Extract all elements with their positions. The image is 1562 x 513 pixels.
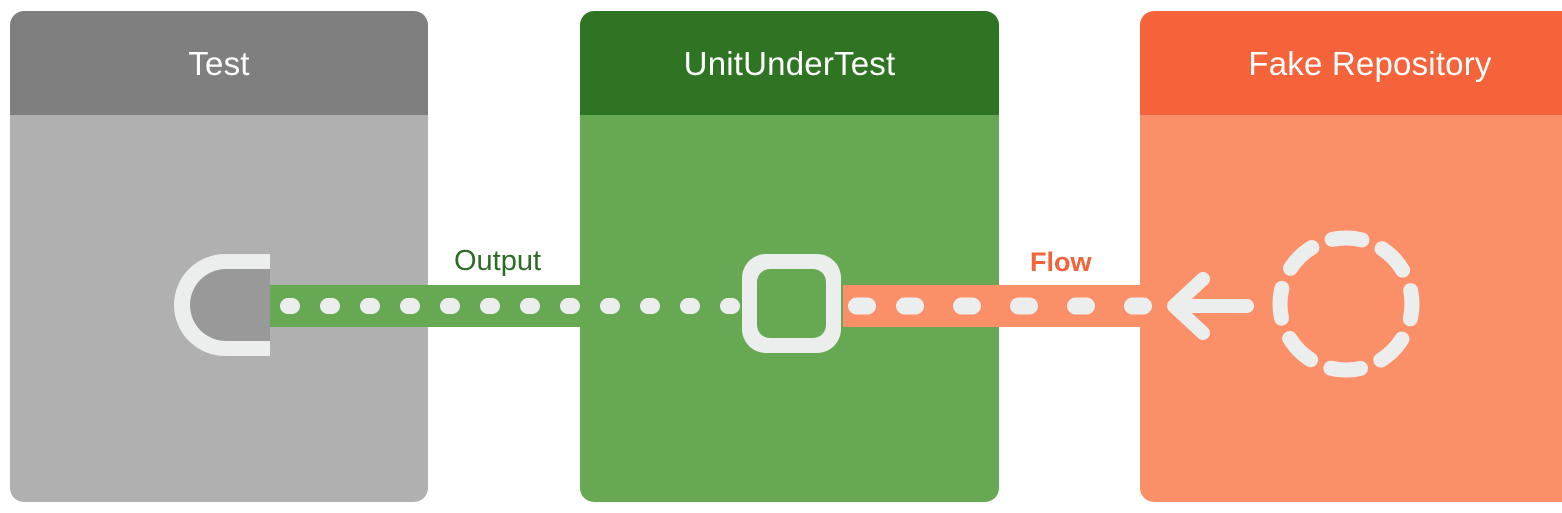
arrow-left-icon	[1167, 272, 1254, 340]
edge-dash	[720, 298, 740, 314]
edge-label-flow: Flow	[1024, 247, 1098, 278]
edge-dash	[400, 298, 420, 314]
edge-dash	[848, 297, 876, 315]
edge-dash	[640, 298, 660, 314]
edge-dash	[280, 298, 300, 314]
edge-dash	[520, 298, 540, 314]
edge-dash	[320, 298, 340, 314]
edge-band-flow	[843, 285, 1165, 327]
edge-dash	[480, 298, 500, 314]
node-header-test: Test	[10, 11, 428, 115]
node-header-unit-under-test: UnitUnderTest	[580, 11, 999, 115]
edge-dash	[953, 297, 981, 315]
d-socket-inner	[190, 269, 270, 341]
dashed-circle-icon	[1272, 230, 1420, 378]
edge-label-output: Output	[448, 245, 548, 278]
rounded-square-port-inner	[757, 269, 826, 338]
edge-dash	[1124, 297, 1152, 315]
rounded-square-port-icon	[742, 254, 841, 353]
d-socket-icon	[174, 254, 270, 356]
edge-dash	[360, 298, 380, 314]
node-header-fake-repository: Fake Repository	[1140, 11, 1562, 115]
edge-dash	[896, 297, 924, 315]
edge-dash	[1010, 297, 1038, 315]
edge-dash	[600, 298, 620, 314]
edge-dash	[560, 298, 580, 314]
edge-dash	[1067, 297, 1095, 315]
node-title-unit-under-test: UnitUnderTest	[683, 44, 896, 82]
edge-dash	[680, 298, 700, 314]
edge-dash	[440, 298, 460, 314]
node-title-test: Test	[188, 44, 250, 82]
node-title-fake-repository: Fake Repository	[1248, 44, 1492, 82]
